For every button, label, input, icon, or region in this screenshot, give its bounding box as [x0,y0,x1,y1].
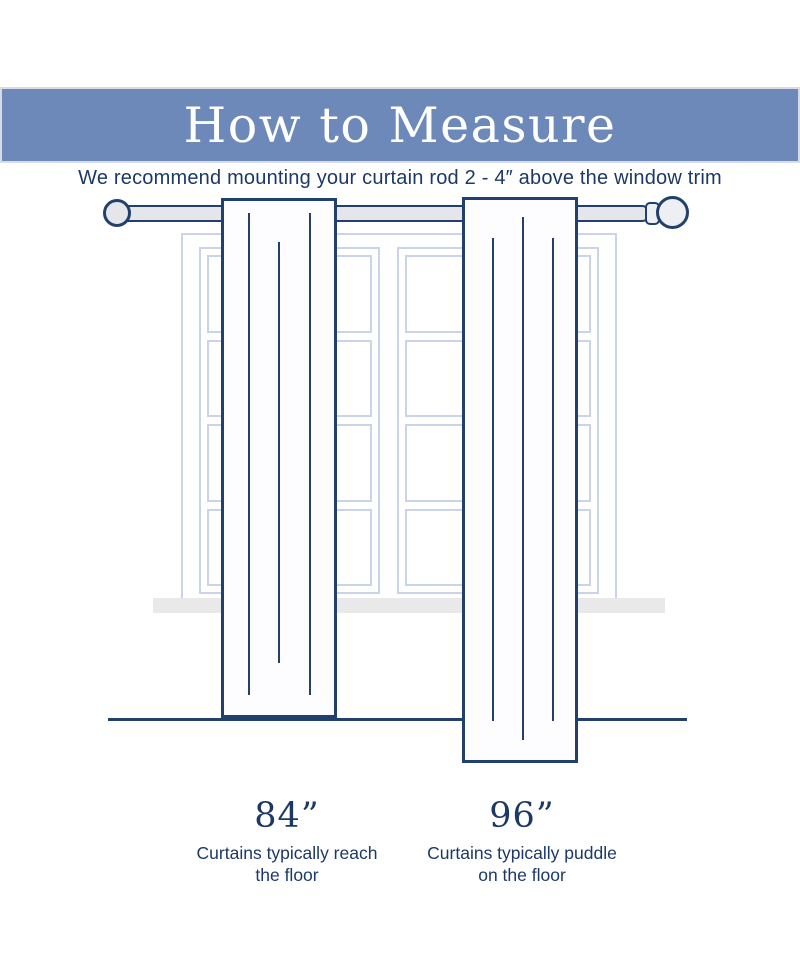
caption-line: Curtains typically reach [196,843,378,863]
curtain-fold-line [278,242,280,663]
rod-finial-left [103,199,131,227]
measurement-label-96: 96” Curtains typically puddle on the flo… [402,795,642,886]
curtain-panel-96-inch [462,197,578,763]
measurement-label-84: 84” Curtains typically reach the floor [177,795,397,886]
measurement-value-96: 96” [489,796,555,836]
floor-line [108,718,687,721]
header-banner: How to Measure [0,87,800,163]
mounting-recommendation-text: We recommend mounting your curtain rod 2… [78,167,722,189]
curtain-fold-line [522,217,524,740]
caption-line: Curtains typically puddle [427,843,617,863]
curtain-fold-line [309,213,311,695]
curtain-panel-84-inch [221,198,337,718]
page-title: How to Measure [183,96,617,154]
measurement-caption-84: Curtains typically reach the floor [177,842,397,886]
curtain-fold-line [552,238,554,721]
curtain-fold-line [492,238,494,721]
curtain-fold-line [248,213,250,695]
measurement-caption-96: Curtains typically puddle on the floor [402,842,642,886]
caption-line: on the floor [478,865,566,885]
rod-finial-right [656,196,689,229]
measurement-value-84: 84” [254,796,320,836]
caption-line: the floor [255,865,319,885]
